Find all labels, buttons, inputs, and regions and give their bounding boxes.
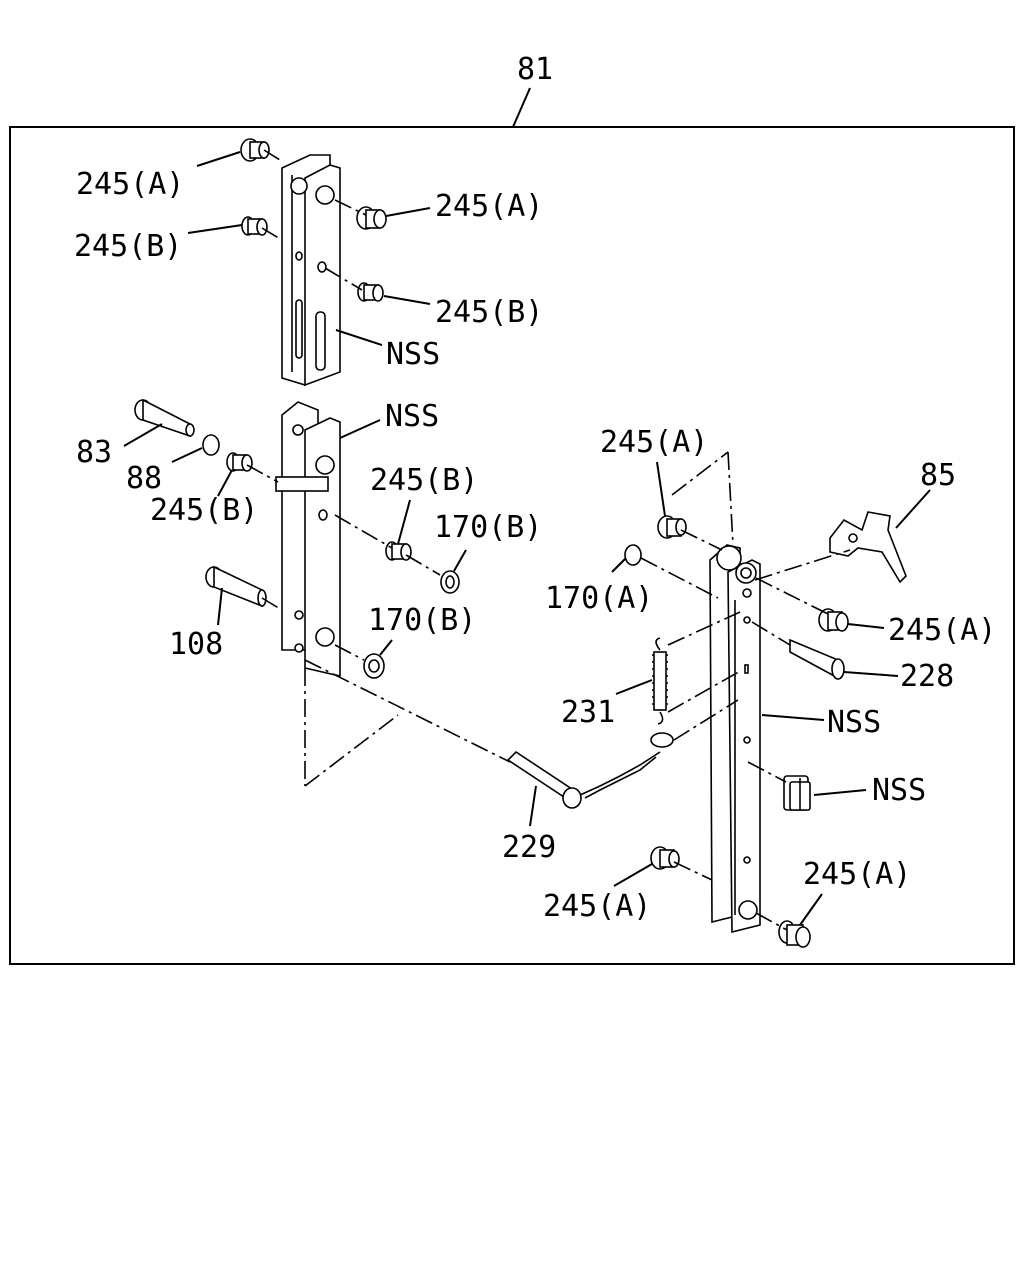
washer-170a <box>624 544 642 566</box>
washer-170b-upper <box>440 570 460 594</box>
label-245a-top-right: 245(A) <box>435 189 543 224</box>
bushing-245a-top-right <box>356 206 387 230</box>
label-83: 83 <box>76 435 112 470</box>
label-245a-right-top: 245(A) <box>600 425 708 460</box>
bushing-245b-top-left <box>241 216 268 236</box>
middle-bracket <box>275 401 341 678</box>
top-bracket <box>281 154 341 387</box>
label-nss-rail: NSS <box>827 705 881 740</box>
pin-108 <box>205 565 267 608</box>
label-245a-right-mid: 245(A) <box>888 613 996 648</box>
label-245b-top-left: 245(B) <box>74 229 182 264</box>
label-229: 229 <box>502 830 556 865</box>
label-245a-top-left: 245(A) <box>76 167 184 202</box>
right-rail <box>709 544 761 934</box>
label-170a: 170(A) <box>545 581 653 616</box>
label-245a-right-bottom-right: 245(A) <box>803 857 911 892</box>
label-nss-mid: NSS <box>385 399 439 434</box>
bushing-245a-right-bottom-left <box>650 846 680 870</box>
pin-83 <box>134 398 195 438</box>
washer-88 <box>202 434 220 456</box>
bracket-85 <box>829 511 907 584</box>
bushing-245b-mid-right <box>385 541 412 561</box>
bushing-245a-right-bottom-right <box>778 920 811 948</box>
clip-nss <box>783 775 811 811</box>
label-nss-top: NSS <box>386 337 440 372</box>
label-245a-right-bottom-left: 245(A) <box>543 889 651 924</box>
label-85: 85 <box>920 458 956 493</box>
spring-231 <box>652 637 668 725</box>
label-88: 88 <box>126 461 162 496</box>
bushing-245b-mid-left <box>226 452 253 472</box>
label-nss-clip: NSS <box>872 773 926 808</box>
pin-229 <box>506 732 674 809</box>
assembly-label-81: 81 <box>517 52 553 87</box>
label-170b-upper: 170(B) <box>434 510 542 545</box>
label-245b-top-right: 245(B) <box>435 295 543 330</box>
label-228: 228 <box>900 659 954 694</box>
assembly-frame <box>9 126 1015 965</box>
label-245b-mid-right: 245(B) <box>370 463 478 498</box>
bushing-245b-top-right <box>357 282 384 302</box>
bushing-245a-right-mid <box>818 608 849 632</box>
label-231: 231 <box>561 695 615 730</box>
pin-228 <box>789 638 845 680</box>
label-170b-lower: 170(B) <box>368 603 476 638</box>
bushing-245a-right-top <box>657 515 687 539</box>
label-245b-mid-left: 245(B) <box>150 493 258 528</box>
washer-170b-lower <box>363 653 385 679</box>
label-108: 108 <box>169 627 223 662</box>
